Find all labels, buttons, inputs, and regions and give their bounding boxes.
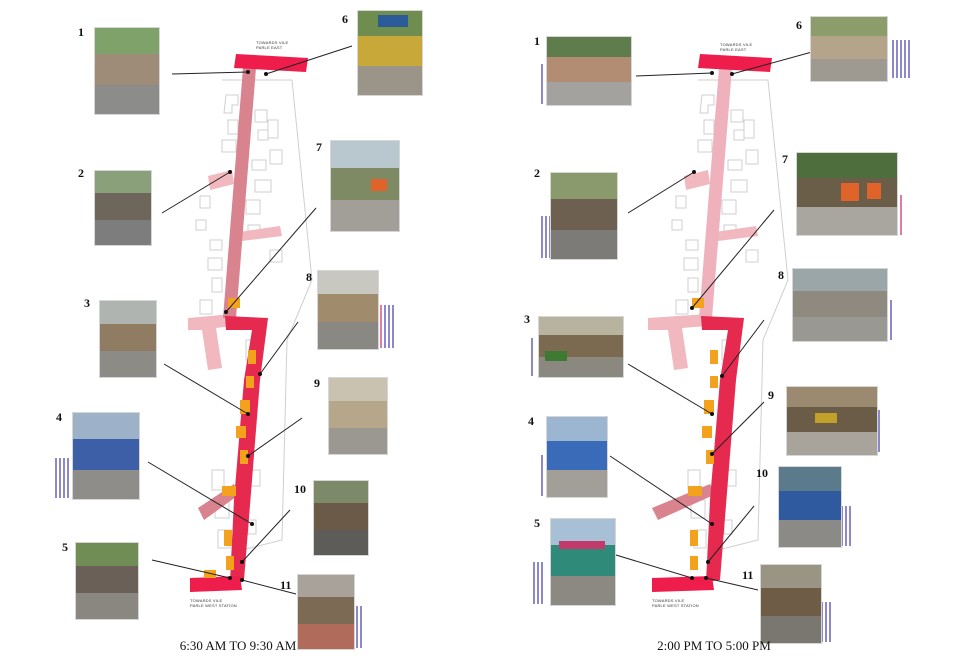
- side-street: [684, 170, 710, 190]
- side-street: [708, 226, 758, 242]
- marker-number-1: 1: [534, 34, 540, 48]
- street-map-afternoon: [531, 40, 910, 642]
- marker-number-3: 3: [524, 312, 530, 326]
- photo-8[interactable]: [792, 268, 888, 342]
- photo-1[interactable]: [546, 36, 632, 106]
- marker-number-2: 2: [78, 166, 84, 180]
- caption-morning: 6:30 AM TO 9:30 AM: [179, 638, 297, 653]
- marker-number-6: 6: [342, 12, 348, 26]
- photo-10[interactable]: [778, 466, 842, 548]
- panel-afternoon: TOWARDS VILE PARLE EAST TOWARDS VILE PAR…: [476, 0, 952, 666]
- caption-afternoon: 2:00 PM TO 5:00 PM: [657, 638, 771, 653]
- label-line: PARLE EAST: [256, 45, 283, 50]
- vendor-stalls: [688, 298, 718, 570]
- photo-6[interactable]: [357, 10, 423, 96]
- marker-number-11: 11: [280, 578, 292, 592]
- street-map-morning: [55, 45, 394, 648]
- side-street: [232, 226, 282, 242]
- marker-number-4: 4: [528, 414, 534, 428]
- building-footprints: [195, 79, 313, 551]
- label-line: TOWARDS VILE: [652, 598, 685, 603]
- photo-4[interactable]: [546, 416, 608, 498]
- label-line: PARLE EAST: [720, 47, 747, 52]
- marker-number-9: 9: [314, 376, 320, 390]
- marker-number-3: 3: [84, 296, 90, 310]
- label-towards-west: TOWARDS VILE PARLE WEST STATION: [652, 598, 699, 608]
- leader-lines: [609, 51, 813, 591]
- terminus-bottom: [652, 576, 714, 592]
- photo-5[interactable]: [550, 518, 616, 606]
- label-line: TOWARDS VILE: [190, 598, 223, 603]
- side-street: [652, 484, 716, 520]
- photo-5[interactable]: [75, 542, 139, 620]
- marker-number-9: 9: [768, 388, 774, 402]
- terminus-top: [234, 54, 308, 72]
- marker-number-2: 2: [534, 166, 540, 180]
- marker-number-6: 6: [796, 18, 802, 32]
- label-line: TOWARDS VILE: [720, 42, 753, 47]
- photo-2[interactable]: [94, 170, 152, 246]
- photo-8[interactable]: [317, 270, 379, 350]
- photo-7[interactable]: [330, 140, 400, 232]
- photo-9[interactable]: [786, 386, 878, 456]
- marker-number-5: 5: [62, 540, 68, 554]
- marker-number-8: 8: [778, 268, 784, 282]
- frequency-bars: [531, 40, 910, 642]
- label-line: PARLE WEST STATION: [190, 603, 237, 608]
- terminus-bottom: [190, 576, 242, 592]
- photo-3[interactable]: [99, 300, 157, 378]
- marker-number-10: 10: [294, 482, 306, 496]
- building-footprints: [671, 79, 789, 551]
- label-line: TOWARDS VILE: [256, 40, 289, 45]
- marker-number-1: 1: [78, 25, 84, 39]
- photo-10[interactable]: [313, 480, 369, 556]
- photo-1[interactable]: [94, 27, 160, 115]
- marker-number-7: 7: [782, 152, 788, 166]
- photo-2[interactable]: [550, 172, 618, 260]
- leader-lines: [147, 45, 353, 595]
- label-towards-east: TOWARDS VILE PARLE EAST: [720, 42, 752, 52]
- road-lower: [225, 316, 268, 582]
- road-lower: [701, 316, 744, 582]
- road-upper: [223, 68, 256, 318]
- photo-4[interactable]: [72, 412, 140, 500]
- terminus-top: [698, 54, 772, 72]
- marker-number-4: 4: [56, 410, 62, 424]
- photo-11[interactable]: [297, 574, 355, 650]
- marker-dots: [224, 70, 268, 582]
- frequency-bars: [55, 305, 394, 648]
- marker-number-8: 8: [306, 270, 312, 284]
- marker-number-7: 7: [316, 140, 322, 154]
- marker-number-11: 11: [742, 568, 754, 582]
- photo-6[interactable]: [810, 16, 888, 82]
- marker-dots: [690, 71, 734, 580]
- side-street: [208, 170, 234, 190]
- marker-number-5: 5: [534, 516, 540, 530]
- marker-number-10: 10: [756, 466, 768, 480]
- side-street: [648, 314, 708, 370]
- photo-3[interactable]: [538, 316, 624, 378]
- label-towards-east: TOWARDS VILE PARLE EAST: [256, 40, 288, 50]
- photo-9[interactable]: [328, 377, 388, 455]
- road-upper: [699, 68, 732, 318]
- panel-morning: TOWARDS VILE PARLE EAST TOWARDS VILE PAR…: [0, 0, 476, 666]
- photo-11[interactable]: [760, 564, 822, 644]
- photo-7[interactable]: [796, 152, 898, 236]
- label-towards-west: TOWARDS VILE PARLE WEST STATION: [190, 598, 237, 608]
- side-street: [188, 314, 232, 370]
- label-line: PARLE WEST STATION: [652, 603, 699, 608]
